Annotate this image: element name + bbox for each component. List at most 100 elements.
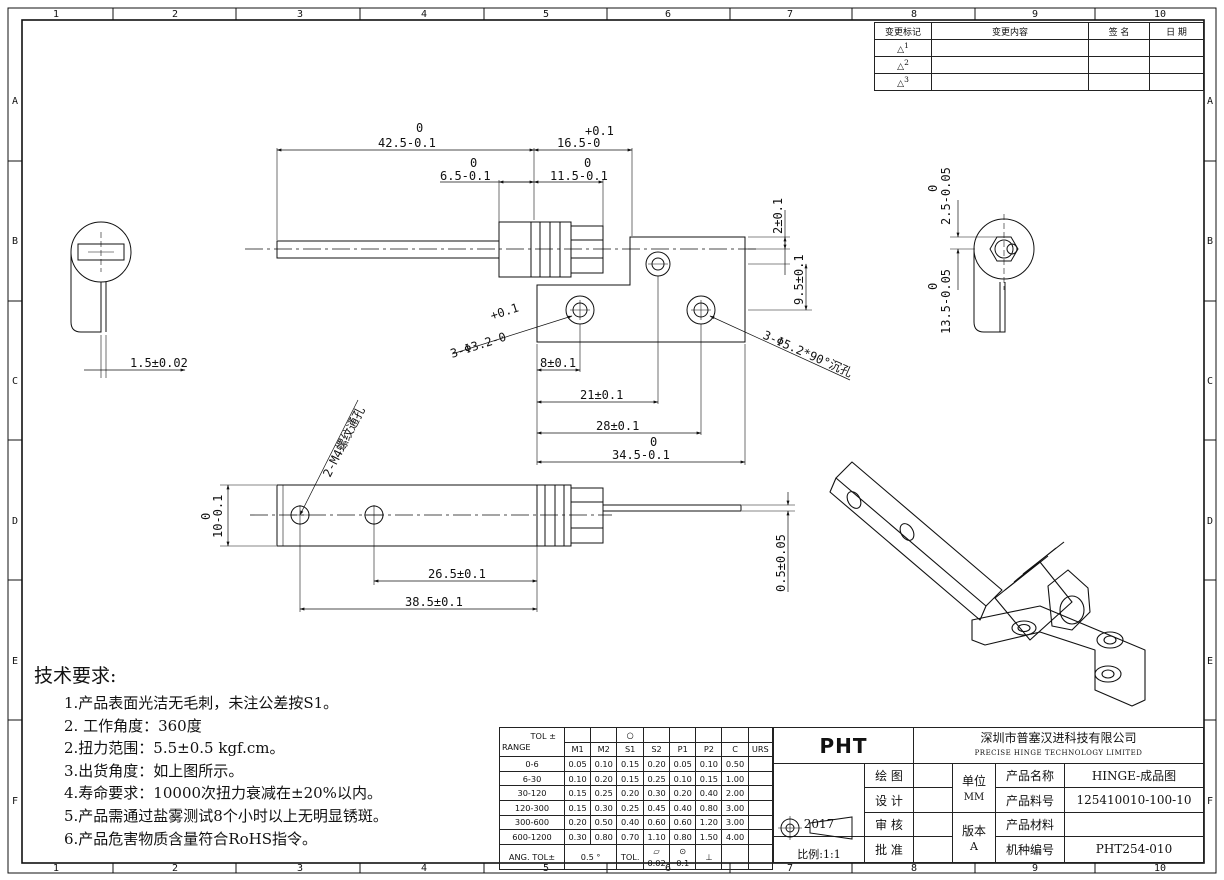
tol-perp: ⊥ (695, 843, 723, 870)
tol-cell: 0.60 (669, 814, 697, 831)
zone-row-right: B (1207, 236, 1213, 247)
top-view-dimensions: 0 42.5-0.1 +0.1 16.5-0 0 6.5-0.1 0 11.5-… (378, 121, 854, 462)
rev-mark-3: △3 (874, 73, 932, 91)
zone-col-top: 1 (53, 9, 59, 20)
tol-circle-symbol: ○ (616, 727, 644, 743)
revision-table: 变更标记 变更内容 签 名 日 期 △1 △2 △3 (874, 22, 1204, 91)
dim-16-5-sup: +0.1 (585, 124, 614, 138)
tech-req-line: 4.寿命要求：10000次扭力衰减在±20%以内。 (64, 784, 382, 803)
zone-col-top: 4 (421, 9, 427, 20)
tol-cell: 300-600 (499, 814, 565, 831)
tol-cell: 0.10 (669, 770, 697, 787)
zone-col-bottom: 3 (297, 863, 303, 874)
zone-col-bottom: 1 (53, 863, 59, 874)
tol-cell: 30-120 (499, 785, 565, 801)
tol-cell: 120-300 (499, 799, 565, 816)
zone-col-top: 7 (787, 9, 793, 20)
tol-cell: 0.15 (616, 756, 644, 772)
tol-cell: 1.00 (721, 770, 749, 787)
tol-cell: 0.80 (590, 829, 618, 845)
model-value: PHT254-010 (1064, 835, 1204, 864)
approve-label: 批 准 (864, 835, 914, 864)
tol-cell: 0.20 (669, 785, 697, 801)
tol-cell: 0.60 (642, 814, 671, 831)
tol-cell: 0.30 (590, 799, 618, 816)
tol-header: URS (747, 741, 774, 758)
dim-38-5: 38.5±0.1 (405, 595, 463, 609)
tol-ang-value: 0.5 ° (563, 843, 618, 870)
dim-2: 2±0.1 (771, 198, 785, 234)
dim-42-5: 42.5-0.1 (378, 136, 436, 150)
dim-26-5: 26.5±0.1 (428, 567, 486, 581)
name-value: HINGE-成品图 (1064, 763, 1204, 789)
dim-hole-csk: 3-Φ5.2*90°沉孔 (761, 328, 855, 380)
dim-2-5: 2.5-0.05 (939, 167, 953, 225)
projection-symbol-icon (778, 815, 853, 840)
tol-ang-label: ANG. TOL± (499, 843, 565, 870)
tol-cell: 0.15 (563, 785, 592, 801)
top-view (245, 148, 851, 465)
tol-corner: TOL ± RANGE (499, 726, 565, 758)
tol-header: M1 (563, 741, 592, 758)
tol-cell: 0.05 (563, 756, 592, 772)
zone-row-right: E (1207, 656, 1213, 667)
tol-cell: 0.20 (563, 814, 592, 831)
tol-cell: 0.20 (616, 785, 644, 801)
tol-label: TOL. (616, 843, 644, 870)
right-view-dimensions: 0 2.5-0.05 0 13.5-0.05 (926, 167, 953, 334)
dim-13-5: 13.5-0.05 (939, 269, 953, 334)
tol-cell: 0.40 (695, 785, 723, 801)
tol-cell: 0.40 (669, 799, 697, 816)
tol-cell (747, 799, 774, 816)
tol-cell: 0.15 (695, 770, 723, 787)
tol-cell: 0.80 (669, 829, 697, 845)
tol-header: S2 (642, 741, 671, 758)
tech-req-title: 技术要求: (34, 665, 117, 687)
tol-cell: 0.25 (642, 770, 671, 787)
zone-col-bottom: 7 (787, 863, 793, 874)
dim-10-sup: 0 (199, 513, 213, 520)
zone-col-top: 10 (1154, 9, 1166, 20)
dim-6-5-sup: 0 (470, 156, 477, 170)
dim-hole-small-sup: +0.1 (489, 301, 521, 323)
tol-cell: 0.20 (642, 756, 671, 772)
bottom-view-dimensions: 2-M4螺纹通孔 0 10-0.1 26.5±0.1 38.5±0.1 0.5±… (199, 404, 788, 609)
tol-cell (747, 785, 774, 801)
tol-cell: 0.25 (590, 785, 618, 801)
zone-col-bottom: 9 (1032, 863, 1038, 874)
zone-row-right: C (1207, 376, 1213, 387)
tol-cell: 0.50 (590, 814, 618, 831)
right-end-view (950, 200, 1035, 333)
zone-col-top: 2 (172, 9, 178, 20)
check-label: 审 核 (864, 811, 914, 837)
tol-cell: 0.40 (616, 814, 644, 831)
model-label: 机种编号 (995, 835, 1065, 864)
tol-cell (747, 829, 774, 845)
tol-header: M2 (590, 741, 618, 758)
design-label: 设 计 (864, 787, 914, 813)
company-name: 深圳市普塞汉进科技有限公司 PRECISE HINGE TECHNOLOGY L… (913, 726, 1204, 765)
zone-row-right: D (1207, 516, 1213, 527)
rev-header-content: 变更内容 (931, 22, 1089, 40)
tol-cell (747, 770, 774, 787)
rev-mark-2: △2 (874, 56, 932, 74)
tol-cell: 1.50 (695, 829, 723, 845)
zone-row-right: F (1207, 796, 1213, 807)
dim-42-5-sup: 0 (416, 121, 423, 135)
tol-cell: 0.70 (616, 829, 644, 845)
tol-cell: 0.25 (616, 799, 644, 816)
dim-hole-small: 3-Φ3.2-0 (449, 330, 508, 361)
zone-row-left: A (12, 96, 18, 107)
zone-col-bottom: 8 (911, 863, 917, 874)
tol-flatness: ▱0.02 (642, 843, 671, 870)
tol-cell: 3.00 (721, 814, 749, 831)
dim-11-5-sup: 0 (584, 156, 591, 170)
tol-cell (747, 756, 774, 772)
scale-cell: 比例:1:1 (773, 815, 865, 864)
name-label: 产品名称 (995, 763, 1065, 789)
